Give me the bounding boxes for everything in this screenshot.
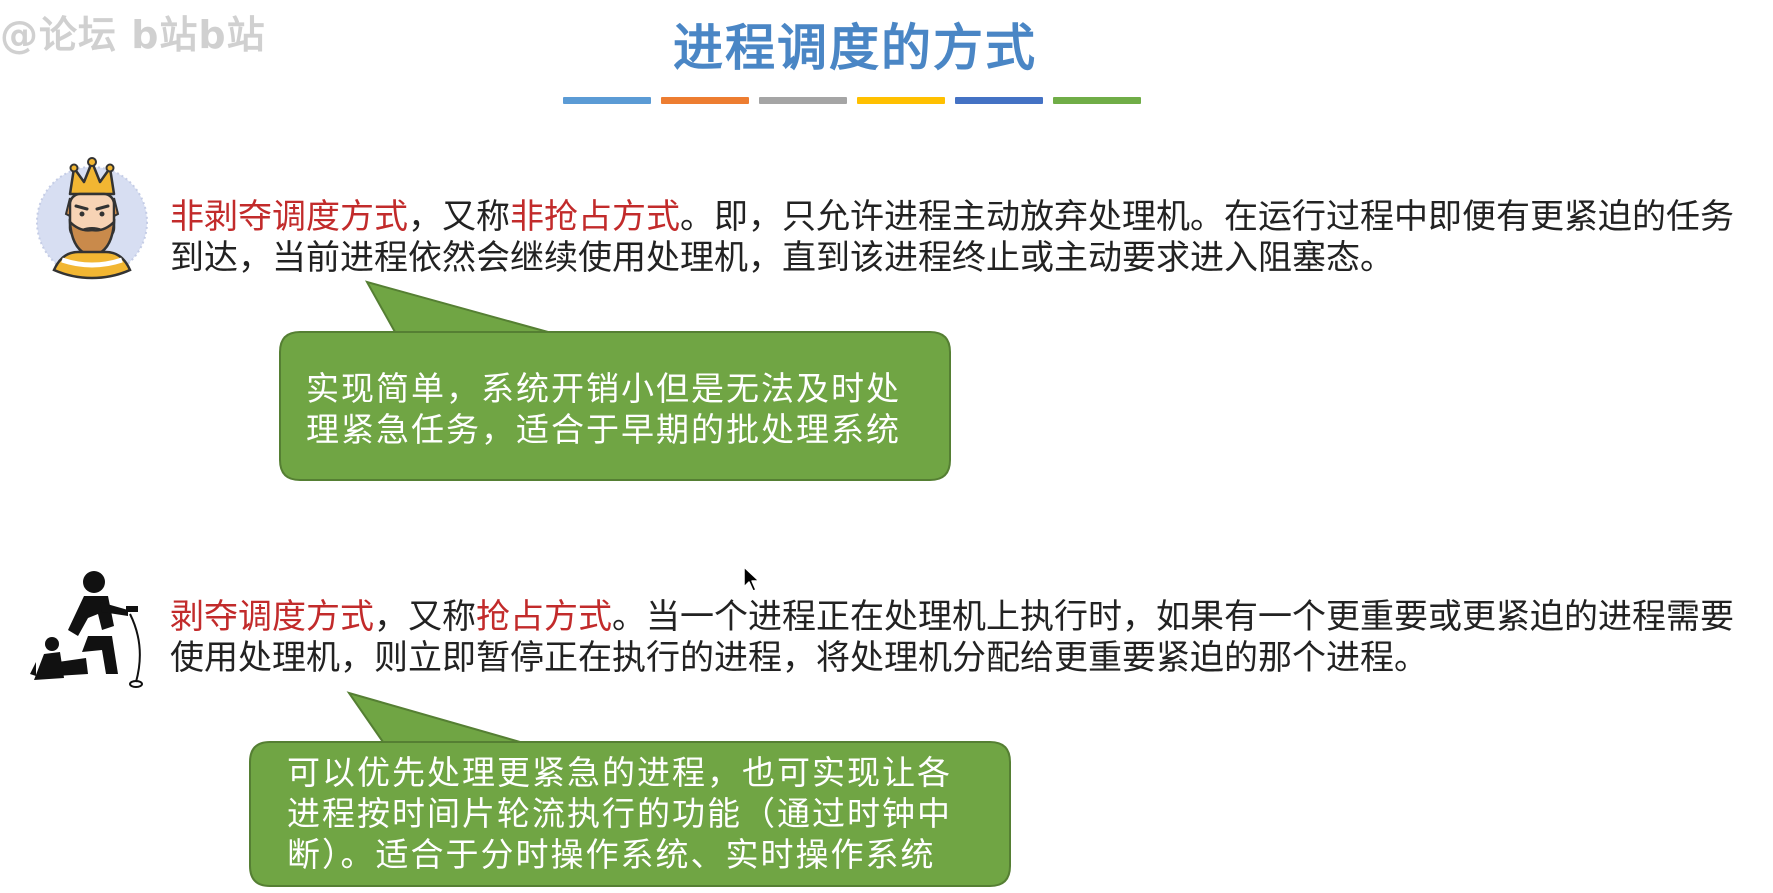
slide-title: 进程调度的方式 — [673, 19, 1037, 77]
title-underline-bar-4 — [857, 97, 945, 104]
title-underline-bar-5 — [955, 97, 1043, 104]
non-preemptive-term: 非剥夺调度方式 — [170, 197, 408, 237]
mouse-cursor-icon — [742, 565, 762, 597]
non-preemptive-description: 。即，只允许进程主动放弃处理机。在运行过程中即便有更紧迫的任务到达，当前进程依然… — [170, 197, 1734, 278]
preemptive-term: 剥夺调度方式 — [170, 597, 374, 637]
preemptive-callout-text: 可以优先处理更紧急的进程，也可实现让各 进程按时间片轮流执行的功能（通过时钟中 … — [287, 752, 1007, 875]
aka-text: ，又称 — [374, 597, 476, 637]
callout-line: 可以优先处理更紧急的进程，也可实现让各 — [287, 753, 952, 792]
title-underline-bar-2 — [661, 97, 749, 104]
callout-line: 进程按时间片轮流执行的功能（通过时钟中 — [287, 794, 952, 833]
preemptive-description: 。当一个进程正在处理机上执行时，如果有一个更重要或更紧迫的进程需要使用处理机，则… — [170, 597, 1734, 678]
preemptive-paragraph: 剥夺调度方式，又称抢占方式。当一个进程正在处理机上执行时，如果有一个更重要或更紧… — [170, 597, 1740, 679]
aka-text: ，又称 — [408, 197, 510, 237]
callout-line: 实现简单，系统开销小但是无法及时处 — [306, 369, 901, 408]
title-underline-bar-6 — [1053, 97, 1141, 104]
title-underline-bar-3 — [759, 97, 847, 104]
callout-line: 断）。适合于分时操作系统、实时操作系统 — [287, 835, 936, 874]
non-preemptive-paragraph: 非剥夺调度方式，又称非抢占方式。即，只允许进程主动放弃处理机。在运行过程中即便有… — [170, 197, 1740, 279]
callout-line: 理紧急任务，适合于早期的批处理系统 — [306, 410, 901, 449]
watermark: @论坛 b站b站 — [0, 13, 266, 57]
non-preemptive-alias: 非抢占方式 — [510, 197, 680, 237]
title-underline-bar-1 — [563, 97, 651, 104]
preemptive-alias: 抢占方式 — [476, 597, 612, 637]
king-icon — [32, 152, 152, 282]
robber-icon — [28, 566, 153, 691]
non-preemptive-callout-text: 实现简单，系统开销小但是无法及时处 理紧急任务，适合于早期的批处理系统 — [306, 368, 946, 450]
